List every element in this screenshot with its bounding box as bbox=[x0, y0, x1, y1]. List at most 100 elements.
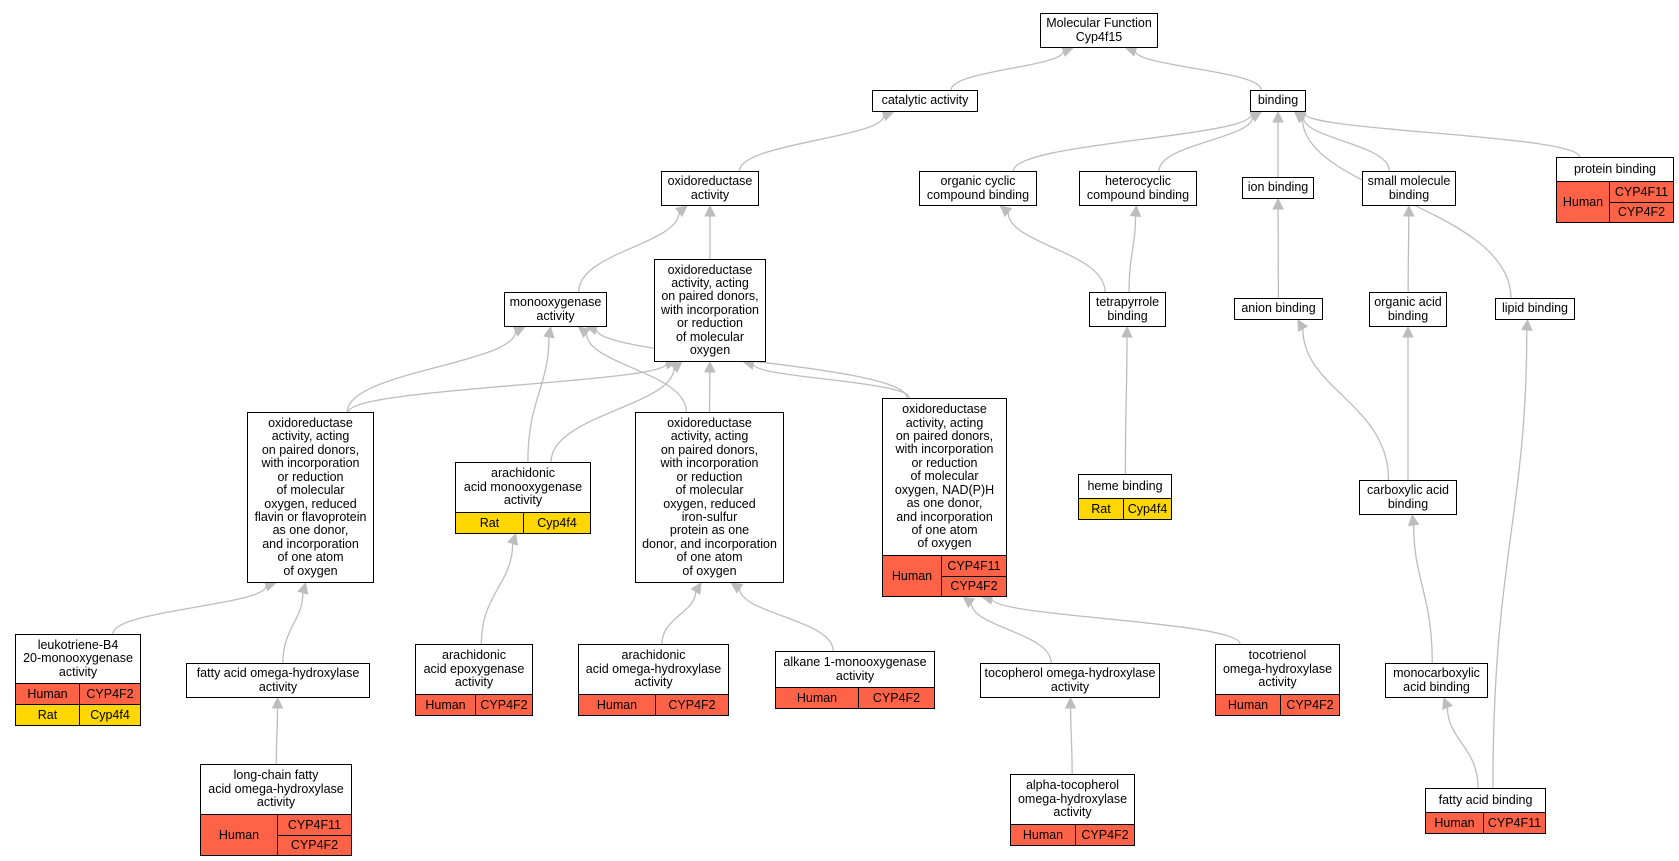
go-term-arach-omega: arachidonic acid omega-hydroxylase activ… bbox=[578, 644, 729, 716]
go-term-small-mol: small molecule binding bbox=[1362, 171, 1456, 206]
gene-list: Cyp4f4 bbox=[80, 705, 140, 725]
go-term-carboxylic: carboxylic acid binding bbox=[1359, 480, 1457, 515]
go-term-label: carboxylic acid binding bbox=[1367, 483, 1449, 511]
species-label: Rat bbox=[456, 513, 524, 533]
species-label: Human bbox=[776, 688, 859, 708]
gene-symbol: Cyp4f4 bbox=[1127, 502, 1168, 516]
go-term-label: oxidoreductase activity bbox=[667, 174, 753, 202]
go-term-label: alkane 1-monooxygenase activity bbox=[783, 655, 927, 683]
go-term-binding: binding bbox=[1250, 90, 1306, 112]
gene-symbol: CYP4F2 bbox=[668, 698, 716, 712]
gene-list: CYP4F2 bbox=[80, 684, 140, 704]
edge-ox-flavin-to-monooxygenase bbox=[346, 331, 517, 413]
arrowhead bbox=[881, 110, 895, 122]
edge-tetrapyrrole-to-heterocyclic bbox=[1128, 215, 1137, 293]
go-term-heterocyclic: heterocyclic compound binding bbox=[1079, 171, 1197, 206]
species-label: Human bbox=[1557, 182, 1610, 222]
arrowhead bbox=[730, 582, 744, 594]
gene-symbol: CYP4F2 bbox=[278, 834, 351, 856]
gene-symbol: CYP4F2 bbox=[1610, 201, 1673, 223]
edge-ox-flavin-to-ox-paired bbox=[347, 362, 668, 413]
gene-symbol: CYP4F2 bbox=[480, 698, 528, 712]
go-term-label: anion binding bbox=[1241, 301, 1316, 316]
go-term-label: monooxygenase activity bbox=[509, 295, 602, 323]
go-term-label: tetrapyrrole binding bbox=[1095, 295, 1160, 323]
go-term-ox-flavin: oxidoreductase activity, acting on paire… bbox=[247, 412, 374, 583]
species-label: Human bbox=[1426, 813, 1484, 833]
arrowhead bbox=[1272, 197, 1284, 210]
arrowhead bbox=[1407, 513, 1420, 527]
go-term-label: organic cyclic compound binding bbox=[926, 174, 1030, 202]
arrowhead bbox=[1521, 318, 1533, 331]
edge-tocotrienol-to-ox-nadph bbox=[991, 598, 1241, 645]
go-term-label: fatty acid omega-hydroxylase activity bbox=[196, 666, 360, 694]
go-term-label: heme binding bbox=[1087, 478, 1163, 493]
arrowhead bbox=[1272, 110, 1284, 123]
gene-symbol: CYP4F2 bbox=[1286, 698, 1334, 712]
go-term-ion-binding: ion binding bbox=[1242, 177, 1314, 199]
edge-alkane-to-ox-ironsulfur bbox=[738, 588, 834, 652]
arrowhead bbox=[704, 360, 716, 373]
arrowhead bbox=[1249, 111, 1263, 123]
go-term-label: alpha-tocopherol omega-hydroxylase activ… bbox=[1017, 778, 1128, 820]
edge-monocarboxylic-to-carboxylic bbox=[1412, 524, 1433, 664]
go-term-label: catalytic activity bbox=[881, 93, 969, 108]
go-term-catalytic: catalytic activity bbox=[872, 90, 978, 112]
edge-org-cyclic-to-binding bbox=[1012, 114, 1253, 172]
gene-symbol: CYP4F11 bbox=[1614, 184, 1669, 199]
go-term-tocopherol: tocopherol omega-hydroxylase activity bbox=[980, 663, 1160, 698]
species-label: Rat bbox=[16, 705, 80, 725]
edge-small-mol-to-binding bbox=[1302, 117, 1390, 172]
gene-symbol: CYP4F2 bbox=[1081, 828, 1129, 842]
species-label: Human bbox=[201, 815, 278, 855]
go-term-organic-acid: organic acid binding bbox=[1369, 292, 1447, 327]
gene-list: CYP4F2 bbox=[859, 688, 934, 708]
edge-ox-ironsulfur-to-monooxygenase bbox=[585, 333, 688, 413]
edge-arach-omega-to-ox-ironsulfur bbox=[661, 591, 697, 645]
go-term-label: fatty acid binding bbox=[1438, 792, 1533, 807]
go-term-ox-nadph: oxidoreductase activity, acting on paire… bbox=[882, 398, 1007, 597]
gene-symbol: CYP4F2 bbox=[872, 691, 921, 705]
species-label: Rat bbox=[1079, 499, 1124, 519]
arrowhead bbox=[271, 696, 284, 709]
edge-tocopherol-to-ox-nadph bbox=[970, 602, 1052, 664]
annotation-row-human: Human CYP4F2 bbox=[579, 694, 728, 715]
species-label: Human bbox=[1011, 825, 1076, 845]
go-term-fa-omega: fatty acid omega-hydroxylase activity bbox=[186, 663, 370, 698]
edge-ox-nadph-to-ox-paired bbox=[752, 363, 910, 399]
arrowhead bbox=[1064, 696, 1077, 709]
go-term-label: arachidonic acid epoxygenase activity bbox=[423, 648, 525, 690]
go-term-label: oxidoreductase activity, acting on paire… bbox=[894, 402, 995, 551]
edge-arach-epox-to-arach-mono bbox=[480, 543, 514, 645]
edge-monooxygenase-to-oxidoreductase bbox=[578, 212, 680, 293]
edge-protein-binding-to-binding bbox=[1304, 112, 1581, 158]
edge-lcfa-omega-to-fa-omega bbox=[275, 707, 279, 765]
go-term-ox-paired: oxidoreductase activity, acting on paire… bbox=[654, 259, 766, 362]
go-term-label: leukotriene-B4 20-monooxygenase activity bbox=[23, 637, 133, 679]
arrowhead bbox=[543, 325, 555, 339]
go-term-tetrapyrrole: tetrapyrrole binding bbox=[1089, 292, 1166, 327]
species-label: Human bbox=[579, 695, 656, 715]
arrowhead bbox=[690, 582, 702, 595]
gene-symbol: CYP4F11 bbox=[947, 558, 1001, 573]
arrowhead bbox=[674, 205, 688, 218]
go-term-mf-root: Molecular Function Cyp4f15 bbox=[1040, 13, 1158, 48]
go-term-anion-binding: anion binding bbox=[1234, 298, 1323, 320]
edge-heme-binding-to-tetrapyrrole bbox=[1124, 336, 1128, 475]
go-term-label: lipid binding bbox=[1501, 301, 1569, 316]
gene-list: CYP4F11 bbox=[1484, 813, 1545, 833]
arrowhead bbox=[670, 361, 683, 373]
go-term-oxidoreductase: oxidoreductase activity bbox=[661, 171, 759, 206]
arrowhead bbox=[1121, 325, 1133, 338]
species-label: Human bbox=[416, 695, 476, 715]
edge-oxidoreductase-to-catalytic bbox=[738, 115, 885, 172]
go-term-monooxygenase: monooxygenase activity bbox=[504, 292, 607, 327]
